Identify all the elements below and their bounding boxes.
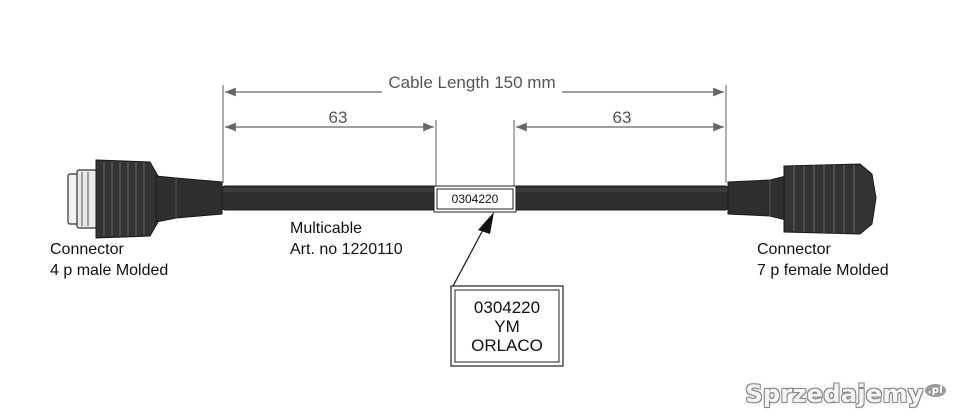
left-connector-label: Connector 4 p male Molded — [50, 241, 168, 279]
dimension-total: Cable Length 150 mm — [225, 72, 724, 97]
dimension-label-total: Cable Length 150 mm — [388, 73, 555, 92]
watermark-logo: Sprzedajemy.pl — [745, 380, 946, 408]
watermark-suffix: .pl — [924, 384, 946, 397]
right-connector-spec: 7 p female Molded — [757, 262, 889, 279]
left-connector-spec: 4 p male Molded — [50, 262, 168, 279]
right-connector-label: Connector 7 p female Molded — [757, 241, 889, 279]
callout-box: 0304220 YM ORLACO — [450, 285, 564, 367]
right-connector — [727, 163, 877, 235]
callout-leader — [451, 212, 494, 289]
left-connector — [67, 159, 223, 239]
cable-name: Multicable — [290, 220, 362, 237]
dimension-right: 63 — [516, 108, 724, 132]
dimension-label-left: 63 — [329, 108, 348, 127]
left-connector-title: Connector — [50, 241, 124, 258]
cable-label: Multicable Art. no 1220110 — [290, 220, 403, 258]
cable-tag-text: 0304220 — [452, 192, 499, 206]
dimension-left: 63 — [225, 108, 434, 132]
right-connector-title: Connector — [757, 241, 831, 258]
callout-line-2: YM — [494, 317, 520, 336]
extension-lines — [222, 85, 727, 188]
callout-line-1: 0304220 — [474, 298, 540, 317]
dimension-label-right: 63 — [613, 108, 632, 127]
cable-article: Art. no 1220110 — [290, 241, 403, 258]
cable-tag: 0304220 — [433, 185, 517, 213]
callout-line-3: ORLACO — [471, 336, 543, 355]
watermark-text: Sprzedajemy — [745, 380, 924, 408]
